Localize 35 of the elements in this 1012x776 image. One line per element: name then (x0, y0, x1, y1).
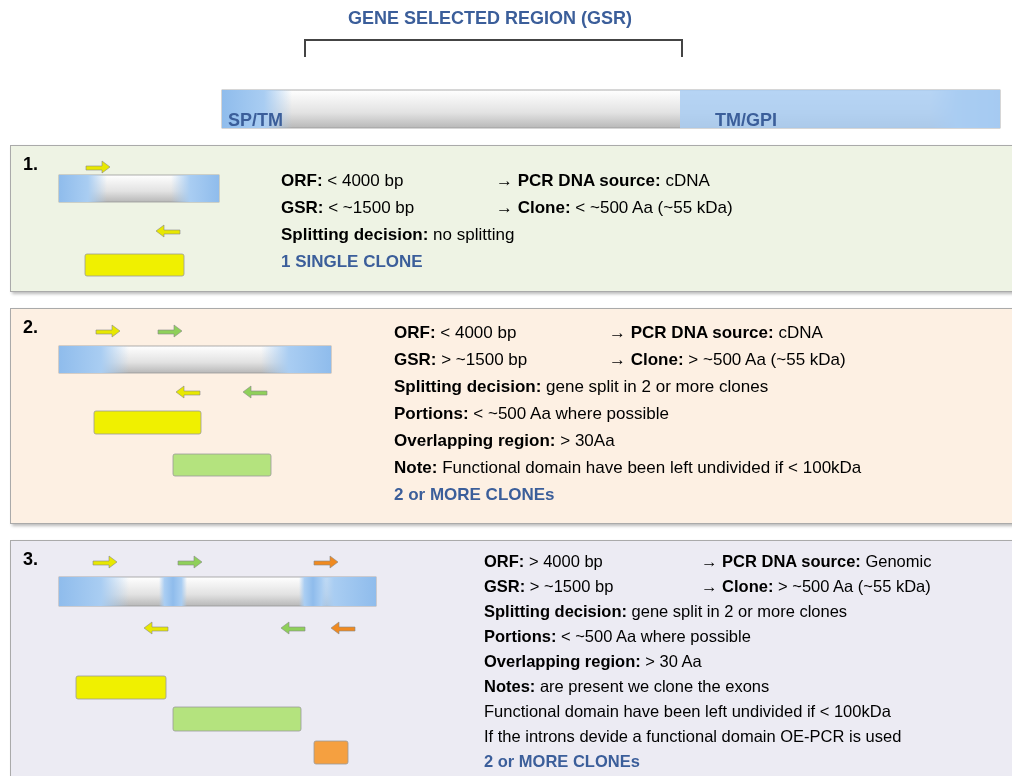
result-label: 2 or MORE CLONEs (394, 485, 555, 505)
info-text: ORF: < 4000 bp (394, 323, 517, 343)
info-text: Overlapping region: > 30 Aa (484, 652, 702, 671)
domain-label: TM/GPI (715, 110, 777, 131)
info-text: → PCR DNA source: Genomic (701, 552, 932, 571)
info-text: GSR: < ~1500 bp (281, 198, 415, 218)
result-label: 2 or MORE CLONEs (484, 752, 640, 771)
step-panel (10, 308, 1012, 524)
step-panel (10, 145, 1012, 292)
info-text: Splitting decision: gene split in 2 or more clones (484, 602, 848, 621)
info-text: Portions: < ~500 Aa where possible (484, 627, 751, 646)
info-text: → PCR DNA source: cDNA (496, 171, 710, 191)
info-text: ORF: > 4000 bp (484, 552, 603, 571)
info-text: Portions: < ~500 Aa where possible (394, 404, 669, 424)
info-text: → Clone: > ~500 Aa (~55 kDa) (701, 577, 931, 596)
info-text: Notes: are present we clone the exons (484, 677, 770, 696)
info-text: Splitting decision: gene split in 2 or more clones (394, 377, 769, 397)
result-label: 1 SINGLE CLONE (281, 252, 423, 272)
info-text: ORF: < 4000 bp (281, 171, 404, 191)
step-number: 2. (23, 317, 38, 338)
info-text: Functional domain have been left undivided if < 100kDa (484, 702, 891, 721)
info-text: → PCR DNA source: cDNA (609, 323, 823, 343)
info-text: Note: Functional domain have been left undivided if < 100kDa (394, 458, 862, 478)
info-text: GSR: > ~1500 bp (394, 350, 528, 370)
step-number: 1. (23, 154, 38, 175)
info-text: Overlapping region: > 30Aa (394, 431, 615, 451)
step-panel (10, 540, 1012, 776)
region-title: GENE SELECTED REGION (GSR) (348, 8, 632, 29)
info-text: If the introns devide a functional domain OE-PCR is used (484, 727, 902, 746)
info-text: → Clone: > ~500 Aa (~55 kDa) (609, 350, 846, 370)
info-text: → Clone: < ~500 Aa (~55 kDa) (496, 198, 733, 218)
info-text: Splitting decision: no splitting (281, 225, 515, 245)
domain-label: SP/TM (228, 110, 283, 131)
info-text: GSR: > ~1500 bp (484, 577, 614, 596)
step-number: 3. (23, 549, 38, 570)
